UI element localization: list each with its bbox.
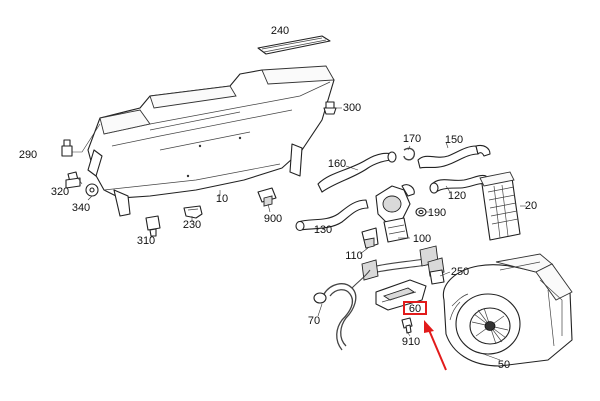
label-900: 900 — [263, 213, 283, 225]
part-340-washer — [85, 183, 99, 197]
part-10-housing — [87, 65, 335, 217]
label-150: 150 — [444, 134, 464, 146]
label-310: 310 — [136, 235, 156, 247]
label-110: 110 — [345, 250, 363, 262]
part-130-hose — [295, 199, 369, 232]
part-150-hose — [417, 144, 491, 169]
part-50-blower — [442, 253, 573, 367]
label-60: 60 — [408, 303, 422, 315]
part-300-screw — [323, 101, 337, 115]
part-320-bolt — [65, 171, 81, 189]
label-160: 160 — [327, 158, 347, 170]
label-320: 320 — [50, 186, 70, 198]
part-230-bracket — [183, 205, 203, 219]
label-70: 70 — [307, 315, 321, 327]
label-120: 120 — [447, 190, 467, 202]
label-300: 300 — [342, 102, 362, 114]
part-20-heater-core — [479, 171, 521, 241]
label-250: 250 — [450, 266, 470, 278]
label-20: 20 — [524, 200, 538, 212]
label-170: 170 — [402, 133, 422, 145]
label-290: 290 — [18, 149, 38, 161]
label-130: 130 — [313, 224, 333, 236]
label-240: 240 — [270, 25, 290, 37]
part-160-hose — [317, 151, 397, 193]
label-340: 340 — [71, 202, 91, 214]
part-240-tray — [257, 35, 331, 55]
part-290-bolt — [61, 139, 73, 157]
highlight-box — [403, 301, 427, 315]
label-100: 100 — [412, 233, 432, 245]
label-190: 190 — [427, 207, 447, 219]
part-70-harness — [313, 269, 371, 351]
part-190-o-ring — [415, 207, 427, 217]
part-910-screws — [401, 317, 413, 334]
part-310-clip — [145, 215, 161, 237]
part-110-sensor — [361, 227, 379, 249]
part-250-clip — [429, 269, 445, 285]
label-10: 10 — [215, 193, 229, 205]
part-170-clamp — [403, 147, 416, 161]
label-230: 230 — [182, 219, 202, 231]
part-100-valve — [375, 184, 415, 243]
highlight-arrow — [424, 320, 447, 371]
leader-lines — [72, 107, 526, 361]
label-910: 910 — [401, 336, 421, 348]
part-900-connector — [257, 187, 277, 207]
label-50: 50 — [497, 359, 511, 371]
